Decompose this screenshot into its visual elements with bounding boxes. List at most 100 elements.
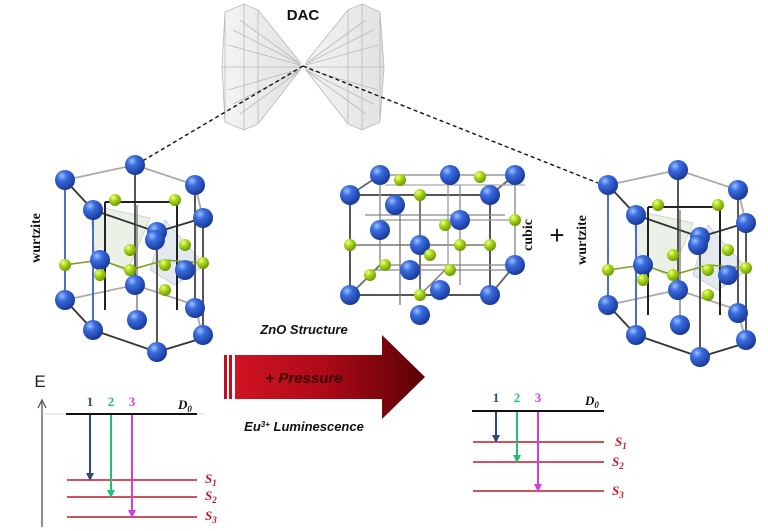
oxygen-atom bbox=[124, 244, 136, 256]
d0-label: D0 bbox=[177, 397, 192, 414]
oxygen-atom bbox=[394, 174, 406, 186]
bond bbox=[134, 164, 196, 186]
transition-1-label: 1 bbox=[87, 394, 94, 409]
oxygen-atom bbox=[59, 259, 71, 271]
zinc-atom bbox=[736, 213, 756, 233]
zinc-atom bbox=[668, 280, 688, 300]
wurtzite-label-left: wurtzite bbox=[29, 213, 44, 263]
dashed-line-right bbox=[302, 65, 599, 184]
transition-2-label: 2 bbox=[108, 394, 115, 409]
bond bbox=[64, 164, 136, 181]
zinc-atom bbox=[450, 210, 470, 230]
zinc-atom bbox=[668, 160, 688, 180]
s1-label-right: S1 bbox=[615, 434, 627, 451]
zinc-atom bbox=[125, 155, 145, 175]
oxygen-atom bbox=[740, 262, 752, 274]
zinc-atom bbox=[55, 170, 75, 190]
zinc-atom bbox=[626, 325, 646, 345]
oxygen-atom bbox=[94, 269, 106, 281]
bond bbox=[129, 259, 166, 271]
energy-axis-label: E bbox=[34, 372, 45, 391]
zinc-atom bbox=[410, 235, 430, 255]
oxygen-atom bbox=[197, 257, 209, 269]
s3-label-right: S3 bbox=[612, 483, 624, 500]
plus-sign: + bbox=[549, 220, 564, 250]
zinc-atom bbox=[385, 195, 405, 215]
zinc-atom bbox=[145, 230, 165, 250]
oxygen-atom bbox=[667, 249, 679, 261]
zinc-atom bbox=[340, 285, 360, 305]
zinc-atom bbox=[670, 315, 690, 335]
transition-3-arrowhead bbox=[128, 510, 136, 518]
oxygen-atom bbox=[454, 239, 466, 251]
arrow-center-label: + Pressure bbox=[265, 370, 342, 387]
zinc-atom bbox=[736, 330, 756, 350]
bond bbox=[607, 289, 679, 306]
transition-3-arrowhead-right bbox=[534, 484, 542, 492]
zinc-atom bbox=[55, 290, 75, 310]
oxygen-atom bbox=[364, 269, 376, 281]
arrow-body bbox=[235, 335, 425, 419]
transition-1-label-right: 1 bbox=[493, 390, 500, 405]
s3-label: S3 bbox=[205, 508, 217, 525]
oxygen-atom bbox=[484, 239, 496, 251]
zinc-atom bbox=[410, 305, 430, 325]
oxygen-atom bbox=[722, 244, 734, 256]
zinc-atom bbox=[718, 265, 738, 285]
zinc-atom bbox=[430, 280, 450, 300]
s2-label: S2 bbox=[205, 488, 217, 505]
oxygen-atom bbox=[344, 239, 356, 251]
pressure-arrow: ZnO Structure + Pressure Eu3+ Luminescen… bbox=[224, 322, 425, 434]
zinc-atom bbox=[83, 320, 103, 340]
zinc-atom bbox=[147, 342, 167, 362]
bond bbox=[64, 284, 136, 301]
wurtzite-structure-left bbox=[55, 155, 213, 362]
zinc-atom bbox=[598, 295, 618, 315]
bond bbox=[92, 329, 158, 353]
bond bbox=[672, 264, 709, 276]
oxygen-atom bbox=[474, 171, 486, 183]
oxygen-atom bbox=[159, 284, 171, 296]
oxygen-atom bbox=[602, 264, 614, 276]
zinc-atom bbox=[626, 205, 646, 225]
arrow-bottom-label: Eu3+ Luminescence bbox=[244, 419, 364, 434]
arrow-top-label: ZnO Structure bbox=[259, 322, 347, 337]
s2-label-right: S2 bbox=[612, 454, 624, 471]
zinc-atom bbox=[728, 303, 748, 323]
transition-2-arrowhead-right bbox=[513, 455, 521, 463]
oxygen-atom bbox=[424, 249, 436, 261]
zinc-atom bbox=[185, 175, 205, 195]
cubic-label: cubic bbox=[521, 219, 536, 251]
oxygen-atom bbox=[109, 194, 121, 206]
zinc-atom bbox=[175, 260, 195, 280]
zinc-atom bbox=[505, 165, 525, 185]
zinc-atom bbox=[728, 180, 748, 200]
zinc-atom bbox=[193, 208, 213, 228]
cubic-structure bbox=[340, 165, 525, 325]
oxygen-atom bbox=[379, 259, 391, 271]
bond bbox=[635, 214, 701, 238]
zinc-atom bbox=[340, 185, 360, 205]
oxygen-atom bbox=[444, 264, 456, 276]
zinc-atom bbox=[90, 250, 110, 270]
dac-illustration: DAC bbox=[133, 3, 599, 184]
transition-3-label-right: 3 bbox=[535, 390, 542, 405]
transition-1-arrowhead bbox=[86, 473, 94, 481]
bond bbox=[635, 334, 701, 358]
zinc-atom bbox=[440, 165, 460, 185]
oxygen-atom bbox=[124, 264, 136, 276]
zinc-atom bbox=[193, 325, 213, 345]
zinc-atom bbox=[127, 310, 147, 330]
zinc-atom bbox=[185, 298, 205, 318]
right-diamond-anvil bbox=[305, 3, 385, 131]
transition-2-arrowhead bbox=[107, 490, 115, 498]
energy-axis-arrowhead bbox=[37, 398, 47, 409]
dashed-line-left bbox=[133, 65, 304, 167]
oxygen-atom bbox=[439, 219, 451, 231]
wurtzite-structure-right bbox=[598, 160, 756, 367]
oxygen-atom bbox=[702, 289, 714, 301]
zinc-atom bbox=[690, 347, 710, 367]
oxygen-atom bbox=[414, 289, 426, 301]
oxygen-atom bbox=[637, 274, 649, 286]
